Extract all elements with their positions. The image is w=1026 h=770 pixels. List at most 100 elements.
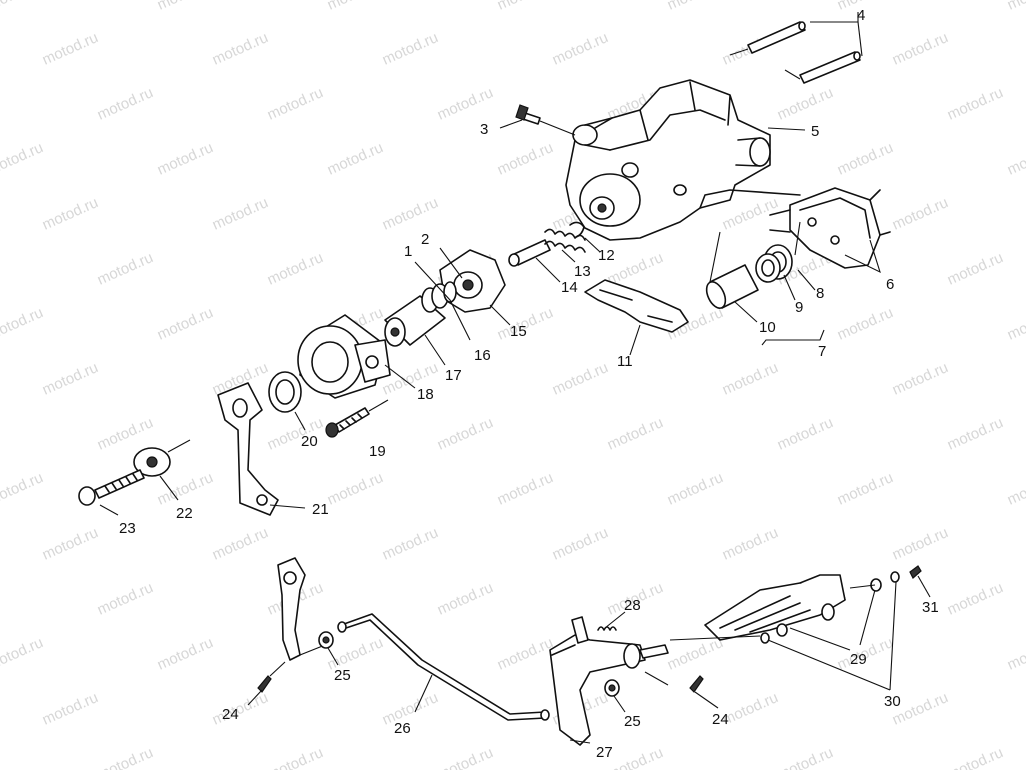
brake-pad-assembly bbox=[769, 187, 891, 269]
watermark-text: motod.ru bbox=[775, 84, 836, 124]
watermark-text: motod.ru bbox=[835, 469, 896, 509]
callout-9: 9 bbox=[795, 299, 803, 316]
watermark-text: motod.ru bbox=[435, 84, 496, 124]
washer-and-bolt bbox=[78, 439, 191, 506]
watermark-text: motod.ru bbox=[0, 0, 46, 14]
callout-12: 12 bbox=[598, 247, 615, 264]
watermark-text: motod.ru bbox=[40, 524, 101, 564]
watermark-text: motod.ru bbox=[155, 139, 216, 179]
watermark-text: motod.ru bbox=[1005, 304, 1026, 344]
watermark-text: motod.ru bbox=[495, 469, 556, 509]
watermark-text: motod.ru bbox=[1005, 0, 1026, 14]
callout-2: 2 bbox=[421, 231, 429, 248]
watermark-text: motod.ru bbox=[495, 0, 556, 14]
watermark-text: motod.ru bbox=[835, 139, 896, 179]
callout-18: 18 bbox=[417, 386, 434, 403]
watermark-text: motod.ru bbox=[95, 579, 156, 619]
callout-14: 14 bbox=[561, 279, 578, 296]
watermark-text: motod.ru bbox=[0, 469, 46, 509]
watermark-text: motod.ru bbox=[495, 634, 556, 674]
pivot-bracket-left bbox=[277, 557, 326, 661]
callout-21: 21 bbox=[312, 501, 329, 518]
watermark-text: motod.ru bbox=[605, 744, 666, 770]
callout-6: 6 bbox=[886, 276, 894, 293]
watermark-text: motod.ru bbox=[155, 634, 216, 674]
watermark-text: motod.ru bbox=[435, 414, 496, 454]
brake-pedal-lever bbox=[549, 616, 669, 746]
watermark-text: motod.ru bbox=[380, 194, 441, 234]
watermark-text: motod.ru bbox=[1005, 634, 1026, 674]
watermark-text: motod.ru bbox=[605, 414, 666, 454]
watermark-text: motod.ru bbox=[380, 29, 441, 69]
watermark-text: motod.ru bbox=[0, 634, 46, 674]
watermark-text: motod.ru bbox=[945, 249, 1006, 289]
foot-pedal-plate bbox=[704, 574, 882, 641]
watermark-text: motod.ru bbox=[435, 744, 496, 770]
watermark-text: motod.ru bbox=[0, 304, 46, 344]
watermark-text: motod.ru bbox=[775, 744, 836, 770]
watermark-text: motod.ru bbox=[775, 414, 836, 454]
watermark-text: motod.ru bbox=[210, 194, 271, 234]
watermark-text: motod.ru bbox=[720, 524, 781, 564]
watermark-text: motod.ru bbox=[720, 359, 781, 399]
watermark-text: motod.ru bbox=[550, 524, 611, 564]
callout-24-left: 24 bbox=[222, 706, 239, 723]
watermark-text: motod.ru bbox=[325, 0, 386, 14]
watermark-text: motod.ru bbox=[210, 689, 271, 729]
watermark-text: motod.ru bbox=[210, 524, 271, 564]
watermark-text: motod.ru bbox=[325, 139, 386, 179]
callout-23: 23 bbox=[119, 520, 136, 537]
watermark-text: motod.ru bbox=[95, 249, 156, 289]
callout-15: 15 bbox=[510, 323, 527, 340]
watermark-text: motod.ru bbox=[495, 139, 556, 179]
plunger-assembly bbox=[384, 281, 457, 347]
watermark-text: motod.ru bbox=[945, 579, 1006, 619]
callout-3: 3 bbox=[480, 121, 488, 138]
pushrod-spring-set bbox=[508, 221, 586, 267]
callout-16: 16 bbox=[474, 347, 491, 364]
bolt bbox=[325, 399, 389, 438]
callout-17: 17 bbox=[445, 367, 462, 384]
pins bbox=[729, 21, 861, 84]
callout-1: 1 bbox=[404, 243, 412, 260]
callout-5: 5 bbox=[811, 123, 819, 140]
watermark-text: motod.ru bbox=[890, 359, 951, 399]
watermark-text: motod.ru bbox=[945, 84, 1006, 124]
nut-left bbox=[318, 631, 334, 649]
callout-26: 26 bbox=[394, 720, 411, 737]
watermark-text: motod.ru bbox=[95, 744, 156, 770]
callout-11: 11 bbox=[617, 353, 633, 370]
leader-lines bbox=[99, 12, 931, 744]
nut-right bbox=[604, 679, 620, 697]
washer bbox=[268, 371, 302, 413]
lever-plate bbox=[584, 279, 689, 333]
watermark-text: motod.ru bbox=[40, 689, 101, 729]
callout-10: 10 bbox=[759, 319, 776, 336]
watermark-text: motod.ru bbox=[95, 84, 156, 124]
callout-27: 27 bbox=[596, 744, 613, 761]
watermark-text: motod.ru bbox=[550, 359, 611, 399]
watermark-text: motod.ru bbox=[1005, 469, 1026, 509]
watermark-text: motod.ru bbox=[890, 29, 951, 69]
watermark-text: motod.ru bbox=[155, 469, 216, 509]
callout-7: 7 bbox=[818, 343, 826, 360]
callout-25-left: 25 bbox=[334, 667, 351, 684]
watermark-text: motod.ru bbox=[550, 29, 611, 69]
bleeder-screw bbox=[515, 104, 576, 136]
callout-19: 19 bbox=[369, 443, 386, 460]
watermark-text: motod.ru bbox=[155, 0, 216, 14]
watermark-text: motod.ru bbox=[265, 249, 326, 289]
mounting-bracket bbox=[217, 382, 279, 516]
watermark-text: motod.ru bbox=[835, 304, 896, 344]
callout-24-right: 24 bbox=[712, 711, 729, 728]
watermark-text: motod.ru bbox=[325, 469, 386, 509]
watermark-text: motod.ru bbox=[890, 194, 951, 234]
callout-28: 28 bbox=[624, 597, 641, 614]
watermark-text: motod.ru bbox=[265, 744, 326, 770]
watermark-text: motod.ru bbox=[890, 524, 951, 564]
return-spring bbox=[597, 626, 617, 631]
brake-rod bbox=[337, 613, 550, 721]
watermark-text: motod.ru bbox=[155, 304, 216, 344]
watermark-text: motod.ru bbox=[95, 414, 156, 454]
